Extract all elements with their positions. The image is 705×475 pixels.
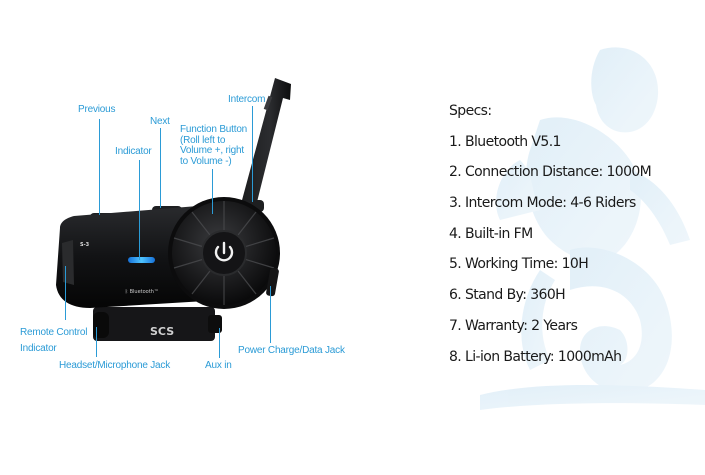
spec-item: 6. Stand By: 360H — [449, 287, 566, 304]
aux-in-line — [219, 328, 220, 358]
power-jack-line — [270, 286, 271, 343]
spec-item: 3. Intercom Mode: 4-6 Riders — [449, 195, 636, 212]
intercom-device: SCS S-3 ᛒ Bluetooth™ — [56, 78, 291, 341]
power-icon — [214, 241, 234, 262]
spec-item: 5. Working Time: 10H — [449, 256, 589, 273]
indicator-led — [128, 257, 155, 263]
label-intercom: Intercom — [228, 94, 266, 105]
previous-line — [99, 119, 100, 215]
indicator-line — [139, 160, 140, 260]
function-button-line — [212, 169, 213, 214]
remote-indicator-line — [65, 266, 66, 320]
label-headset-microphone-jack: Headset/Microphone Jack — [59, 360, 171, 371]
label-next: Next — [150, 116, 170, 127]
intercom-line — [252, 106, 253, 202]
next-line — [160, 128, 161, 208]
label-indicator: Indicator — [115, 146, 152, 157]
spec-item: 2. Connection Distance: 1000M — [449, 164, 652, 181]
specs-title: Specs: — [449, 103, 492, 119]
label-function-button: Function Button (Roll left to Volume +, … — [180, 124, 248, 167]
label-power-charge-data-jack: Power Charge/Data Jack — [238, 345, 345, 356]
spec-item: 7. Warranty: 2 Years — [449, 317, 578, 334]
spec-item: 4. Built-in FM — [449, 225, 533, 242]
label-remote-control-indicator: Remote Control Indicator — [20, 327, 88, 354]
spec-item: 1. Bluetooth V5.1 — [449, 133, 561, 150]
label-previous: Previous — [78, 104, 116, 115]
label-aux-in: Aux in — [205, 360, 232, 371]
motorcyclist-watermark-icon — [480, 47, 705, 410]
model-label: S-3 — [80, 242, 90, 248]
specs-list: Specs: 1. Bluetooth V5.1 2. Connection D… — [449, 101, 652, 377]
headset-jack-line — [96, 327, 97, 357]
spec-item: 8. Li-ion Battery: 1000mAh — [449, 348, 622, 365]
scs-logo: SCS — [150, 325, 174, 338]
bluetooth-badge: ᛒ Bluetooth™ — [125, 289, 159, 295]
